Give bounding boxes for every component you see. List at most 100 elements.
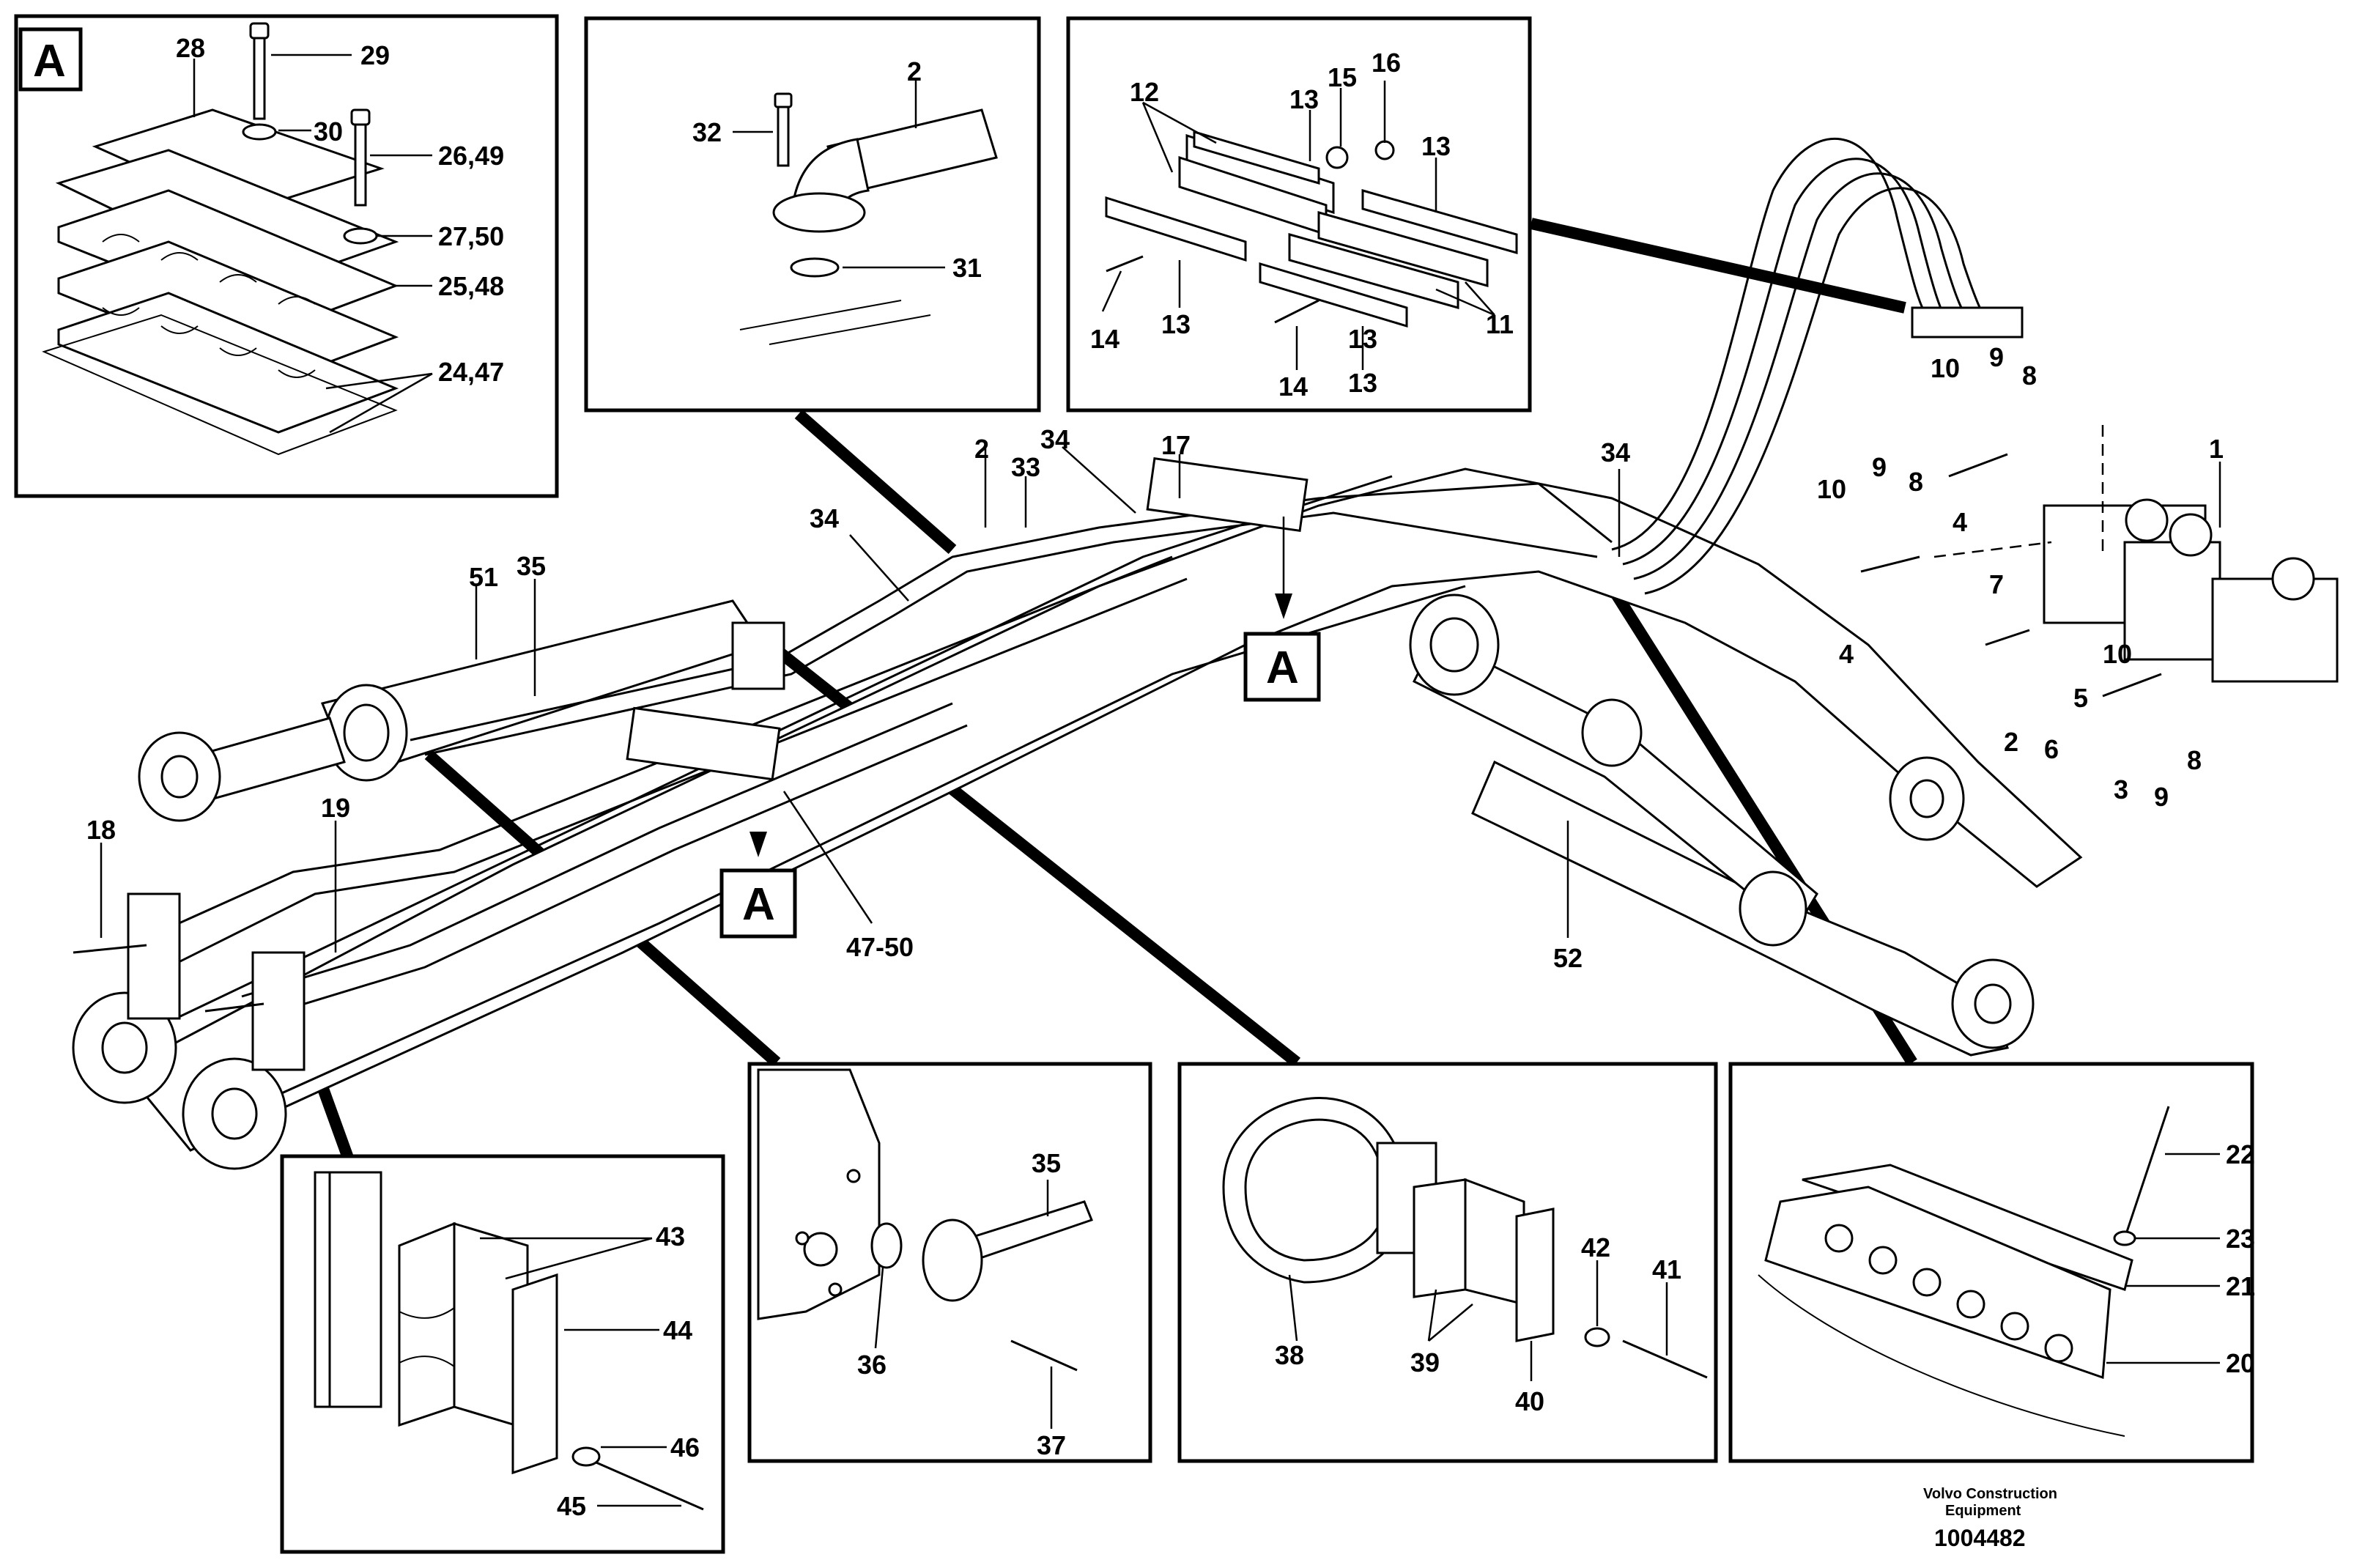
plate-13-bottom (1259, 262, 1408, 328)
hose-loop-2 (1622, 158, 1950, 566)
label-24-47: 24,47 (438, 357, 504, 387)
label-21: 21 (2226, 1271, 2255, 1301)
main-leaders (100, 446, 2221, 953)
label-13c: 13 (1161, 309, 1191, 339)
label-11: 11 (1486, 309, 1514, 339)
bracket-18 (127, 892, 181, 1020)
bolt-41 (1622, 1339, 1708, 1379)
mount-face (739, 300, 931, 345)
label-35-e: 35 (1032, 1148, 1061, 1178)
label-37: 37 (1037, 1430, 1066, 1460)
label-15: 15 (1328, 62, 1357, 92)
label-3: 3 (2114, 774, 2128, 805)
label-9a: 9 (1989, 342, 2004, 372)
label-26-49: 26,49 (438, 141, 504, 171)
label-9c: 9 (2154, 782, 2169, 812)
nut-16 (1374, 140, 1395, 160)
bracket-19 (251, 951, 306, 1071)
plate-13-left (1105, 196, 1247, 262)
label-13b: 13 (1421, 131, 1451, 161)
port-hole (803, 1232, 838, 1267)
plate-44 (511, 1273, 558, 1475)
label-14a: 14 (1090, 324, 1119, 354)
pipe-run-6 (256, 724, 968, 1020)
oring-31 (790, 257, 840, 278)
label-14b: 14 (1278, 371, 1308, 402)
label-28: 28 (176, 33, 205, 63)
label-20: 20 (2226, 1348, 2255, 1378)
inset-g: 22 23 21 20 (1728, 1062, 2255, 1463)
leader-inset-b (794, 409, 957, 555)
doc-number: 1004482 (1934, 1525, 2026, 1551)
bolt-26-shank (354, 123, 367, 207)
label-44: 44 (663, 1315, 692, 1345)
label-1: 1 (2209, 434, 2224, 464)
bolt-18 (73, 944, 147, 954)
label-17: 17 (1161, 430, 1191, 460)
washer-27 (343, 227, 378, 245)
pipe-clamp-38-inner (1244, 1118, 1386, 1262)
label-10b: 10 (1817, 474, 1846, 504)
label-16: 16 (1372, 48, 1401, 78)
hose-loop-4 (1644, 187, 1994, 595)
washer-30 (242, 123, 277, 141)
base-plate (57, 292, 399, 434)
clamp-43-front (398, 1221, 456, 1427)
label-47-50: 47-50 (846, 932, 914, 962)
label-38: 38 (1275, 1340, 1304, 1370)
flange-half (772, 192, 866, 233)
label-4b: 4 (1839, 639, 1854, 669)
label-51: 51 (469, 562, 498, 592)
washer-15 (1325, 146, 1349, 169)
mount-bracket (314, 1171, 382, 1408)
pipe-run-5 (241, 702, 953, 998)
label-18: 18 (86, 815, 116, 845)
inset-c: 12 13 15 16 13 13 11 14 13 14 13 (1066, 16, 1532, 413)
leader-inset-c (1530, 218, 1906, 314)
pipe-run-1 (410, 482, 1613, 742)
label-12: 12 (1130, 77, 1159, 107)
bolt-19 (204, 1002, 264, 1013)
label-6: 6 (2044, 734, 2059, 764)
label-23: 23 (2226, 1224, 2255, 1254)
callout-a-box-2 (719, 868, 797, 939)
label-42: 42 (1581, 1232, 1610, 1262)
plate-40 (1515, 1208, 1555, 1342)
hose-loop-3 (1633, 172, 1972, 580)
inset-e: 35 36 37 (747, 1062, 1152, 1463)
callout-a-2: A (742, 879, 775, 930)
bolt-32-shank (777, 106, 790, 167)
washer-42 (1584, 1327, 1610, 1347)
boom-body (122, 467, 2083, 1152)
plate-13-right (1361, 189, 1518, 254)
label-4a: 4 (1953, 507, 1967, 537)
detail-a-letter: A (33, 36, 66, 86)
footer: Volvo Construction Equipment 1004482 (1923, 1486, 2057, 1551)
main-assembly: 51 35 34 2 33 34 17 34 18 19 47-50 52 1 … (72, 137, 2339, 1170)
bolt-14-left (1106, 255, 1144, 273)
clamp-block-47-50 (626, 706, 781, 781)
label-10c: 10 (2103, 639, 2132, 669)
callout-a-1: A (1266, 643, 1299, 693)
oring-36 (870, 1222, 903, 1269)
label-27-50: 27,50 (438, 221, 504, 251)
label-2-b: 2 (907, 56, 922, 86)
label-13d: 13 (1348, 368, 1377, 398)
pipe-run-3 (146, 555, 1173, 939)
bolt-22 (2123, 1106, 2170, 1239)
control-valve (1860, 425, 2339, 698)
inset-a: A 28 29 30 26,49 27,50 25,48 24,47 (14, 14, 559, 498)
label-10a: 10 (1931, 353, 1960, 383)
label-2b: 2 (2004, 727, 2018, 757)
label-13a: 13 (1289, 84, 1319, 114)
boom-lower-edge (219, 585, 1466, 1123)
washer-23 (2113, 1230, 2136, 1246)
bolt-26-head (350, 108, 371, 126)
label-5: 5 (2073, 683, 2088, 713)
mount-block (757, 1068, 881, 1320)
label-46: 46 (670, 1432, 700, 1462)
maker-line-1: Volvo Construction (1923, 1486, 2057, 1502)
label-29: 29 (360, 40, 390, 70)
inset-b: 2 32 31 (584, 16, 1041, 413)
